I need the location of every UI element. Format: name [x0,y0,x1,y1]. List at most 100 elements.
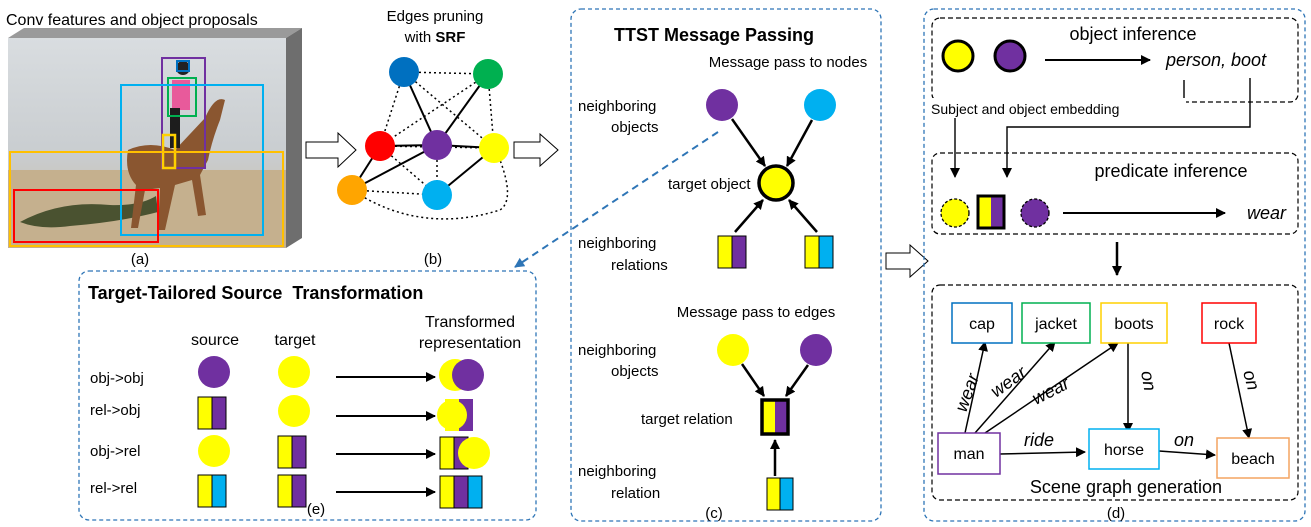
panel-b-caption: (b) [424,251,442,268]
neighboring-relation-label-a: neighboring [578,463,656,480]
neighboring-objects-label-1b: objects [611,119,659,136]
scene-edge [1228,342,1253,439]
panel-d-caption: (d) [1107,505,1125,522]
panel-e-title: Target-Tailored Source Transformation [88,283,423,303]
neighboring-objects-label-2a: neighboring [578,342,656,359]
transformed-obj-obj [439,359,484,391]
transformed-obj-rel [439,436,490,470]
neighboring-relation-label-b: relation [611,485,660,502]
proposal-box-purple [161,57,206,169]
node-cap-label: cap [969,316,995,333]
col-header-source: source [191,332,239,349]
predicate-result: wear [1247,203,1287,223]
edges-heading: Message pass to edges [677,304,835,321]
panel-b-title-bold: SRF [435,29,465,46]
source-obj-yellow [198,435,230,467]
photo-rider-body [172,80,190,110]
target-rel-yellow-purple [277,435,307,469]
panel-e-frame [78,270,537,521]
node-man-box [937,432,1001,475]
inference-object-purple [993,39,1027,73]
proposal-box-red [13,189,159,243]
scene-edge [974,341,1056,434]
scene-graph-box [931,284,1299,501]
target-object-node [757,164,795,202]
panel-a-caption: (a) [131,251,149,268]
target-obj-yellow [278,356,310,388]
source-rel-yellow-purple [197,396,227,430]
panel-d: object inference person, boot Subject an… [923,8,1306,522]
edge-label-wear-1: wear [951,370,983,414]
edge-label-on-3: on [1174,430,1194,450]
node-jacket-box [1021,302,1091,344]
edge-label-on-2: on [1239,368,1264,393]
predicate-relation-node [976,194,1006,230]
neighboring-objects-label-1a: neighboring [578,98,656,115]
scene-edge [1158,449,1216,460]
neighboring-relations-label-a: neighboring [578,235,656,252]
node-boots-label: boots [1114,316,1153,333]
panel-c-title: TTST Message Passing [614,25,814,45]
edge-solid [351,144,438,191]
message-arrow [785,119,814,167]
panel-e-caption: (e) [307,501,325,518]
neighboring-relations-label-b: relations [611,257,668,274]
proposal-box-yellow-large [9,151,284,247]
inference-object-yellow [941,39,975,73]
node-jacket-label: jacket [1034,316,1077,333]
edge-neighbor-purple [800,334,832,366]
flow-arrow-a-to-b [305,131,357,169]
node-rock-label: rock [1214,316,1245,333]
flow-arrow-b-to-c [513,132,559,168]
object-inference-label: object inference [1069,24,1196,44]
node-boots-box [1100,302,1168,344]
edge-label-ride: ride [1024,430,1054,450]
node-beach-label: beach [1231,451,1275,468]
embedding-label-bg [928,98,1186,118]
source-obj-purple [198,356,230,388]
target-obj-yellow [278,395,310,427]
proposal-box-green [167,77,197,117]
graph-node-dark-blue [389,57,419,87]
neighboring-objects-label-2b: objects [611,363,659,380]
node-horse-box [1088,428,1160,470]
panel-b-title-prefix: with [404,29,432,46]
neighbor-object-blue [804,89,836,121]
graph-node-red [365,131,395,161]
feature-map-side-face [286,28,302,248]
message-arrow [788,199,818,233]
scene-edge [984,342,1119,434]
scene-edge [999,447,1086,458]
predicate-inference-label: predicate inference [1094,161,1247,181]
row-label-obj-rel: obj->rel [90,443,140,460]
panel-b: Edges pruning with SRF [337,8,509,268]
target-object-label: target object [668,176,751,193]
predicate-object-purple [1020,198,1050,228]
panel-e: Target-Tailored Source Transformation so… [78,270,537,521]
predicate-subject-yellow [940,198,970,228]
panel-a-title: Conv features and object proposals [6,12,258,29]
edge-dotted [351,159,509,220]
embedding-connector [1002,78,1251,178]
panel-c: TTST Message Passing Message pass to nod… [570,8,882,522]
nodes-heading: Message pass to nodes [709,54,867,71]
node-man-label: man [953,446,984,463]
source-rel-yellow-blue [197,474,227,508]
scene-graph-title: Scene graph generation [1030,477,1222,497]
message-arrow [730,118,767,167]
graph-node-light-blue [422,180,452,210]
node-beach-box [1216,437,1290,479]
node-horse-label: horse [1104,442,1144,459]
row-label-rel-obj: rel->obj [90,402,140,419]
panel-b-title-line2: with SRF [404,29,466,46]
neighbor-relation-yellow-purple [717,235,747,269]
panel-c-caption: (c) [705,505,723,522]
target-relation-node [760,398,790,436]
object-inference-result: person, boot [1165,50,1267,70]
col-header-transformed-2: representation [419,335,521,352]
message-arrow [740,363,766,397]
message-arrow [734,199,764,233]
predicate-inference-box [931,152,1299,235]
col-header-target: target [275,332,316,349]
photo-rider-head [176,61,190,75]
